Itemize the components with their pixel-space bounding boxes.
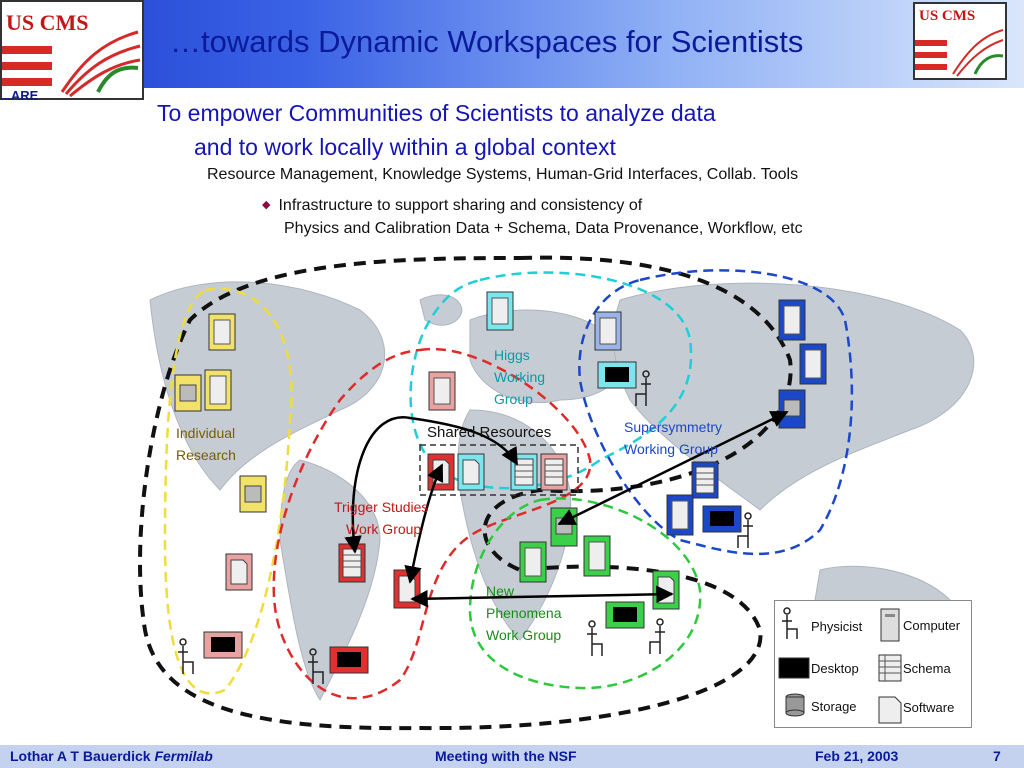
trigger-studies-group-label: Trigger Studies Work Group <box>334 499 429 537</box>
footer-affiliation: Fermilab <box>154 748 213 764</box>
storage-icon <box>174 374 202 412</box>
legend-schema: Schema <box>903 661 951 676</box>
storage-icon <box>550 507 578 547</box>
flag-stripes-icon <box>915 4 1005 78</box>
physicist-icon <box>178 638 194 674</box>
footer-page-number: 7 <box>993 748 1001 764</box>
computer-icon <box>583 535 611 577</box>
software-icon <box>225 553 253 591</box>
physicist-icon <box>587 620 603 656</box>
flag-stripes-icon <box>2 2 142 98</box>
computer-icon <box>208 313 236 351</box>
slide-header <box>0 0 1024 88</box>
slide-title: …towards Dynamic Workspaces for Scientis… <box>170 24 804 59</box>
logo-text: US CMS <box>919 8 976 24</box>
uscms-logo-left: US CMS <box>0 0 144 100</box>
computer-icon <box>486 291 514 331</box>
workspace-diagram: Individual Research Higgs Working Group … <box>0 240 1024 745</box>
desktop-icon <box>605 601 645 629</box>
logo-text: US CMS <box>6 10 89 35</box>
storage-icon <box>239 475 267 513</box>
footer-meeting: Meeting with the NSF <box>435 748 577 764</box>
computer-icon <box>428 371 456 411</box>
schema-icon <box>338 543 366 583</box>
higgs-working-group-label: Higgs Working Group <box>494 347 546 407</box>
software-icon <box>652 570 680 610</box>
cropped-text: ...ARE <box>0 88 39 103</box>
schema-icon <box>691 461 719 499</box>
physicist-icon <box>649 618 665 654</box>
newphen-group-outline <box>468 497 702 690</box>
diamond-bullet-icon: ◆ <box>262 199 271 211</box>
bullet-level3: ◆ Infrastructure to support sharing and c… <box>262 195 803 240</box>
physicist-icon <box>635 370 651 406</box>
computer-icon <box>799 343 827 385</box>
shared-resources-label: Shared Resources <box>427 424 552 441</box>
bullet-level1-line1: To empower Communities of Scientists to … <box>157 100 716 126</box>
trigger-group-outline <box>272 347 592 700</box>
supersymmetry-working-group-label: Supersymmetry Working Group <box>624 419 723 457</box>
legend-computer: Computer <box>903 618 961 633</box>
desktop-icon <box>329 646 369 674</box>
software-icon <box>393 569 421 609</box>
computer-icon <box>204 369 232 411</box>
storage-icon <box>778 389 806 429</box>
footer-author: Lothar A T Bauerdick Fermilab <box>10 748 213 764</box>
legend-storage: Storage <box>811 699 857 714</box>
desktop-icon <box>597 361 637 389</box>
physicist-icon <box>308 648 324 684</box>
bullet-level2: Resource Management, Knowledge Systems, … <box>207 166 799 183</box>
legend-physicist: Physicist <box>811 619 863 634</box>
legend-icons <box>778 607 902 724</box>
software-icon <box>457 453 485 491</box>
physicist-icon <box>782 607 798 639</box>
desktop-icon <box>203 631 243 659</box>
slide-footer: Lothar A T Bauerdick Fermilab Meeting wi… <box>0 745 1024 768</box>
arrow-trigger-to-shared <box>344 416 519 554</box>
legend: Physicist Computer Desktop Schema Storag… <box>774 600 972 728</box>
footer-date: Feb 21, 2003 <box>815 748 899 764</box>
arrow-newphen-to-susy <box>557 410 789 526</box>
desktop-icon <box>778 657 810 679</box>
schema-icon <box>540 453 568 491</box>
schema-icon <box>878 654 902 682</box>
software-icon <box>878 696 902 724</box>
bullet-level1: To empower Communities of Scientists to … <box>157 96 897 164</box>
bullet-level3-line1: Infrastructure to support sharing and co… <box>278 197 643 214</box>
software-icon <box>427 453 455 491</box>
uscms-logo-right: US CMS <box>913 2 1007 80</box>
computer-icon <box>594 311 622 351</box>
storage-icon <box>785 693 805 717</box>
computer-icon <box>778 299 806 341</box>
legend-desktop: Desktop <box>811 661 859 676</box>
individual-research-label: Individual Research <box>176 425 236 463</box>
bullet-level1-line2: and to work locally within a global cont… <box>194 134 616 160</box>
computer-icon <box>666 494 694 536</box>
computer-icon <box>519 541 547 583</box>
desktop-icon <box>702 505 742 533</box>
arrow-trigger-to-shared-2 <box>404 463 444 584</box>
legend-software: Software <box>903 700 955 715</box>
individual-group-outline <box>163 287 293 695</box>
computer-icon <box>880 608 900 642</box>
new-phenomena-group-label: New Phenomena Work Group <box>486 583 562 643</box>
arrow-trigger-to-newphen <box>410 585 674 608</box>
bullet-level3-line2: Physics and Calibration Data + Schema, D… <box>284 220 803 237</box>
